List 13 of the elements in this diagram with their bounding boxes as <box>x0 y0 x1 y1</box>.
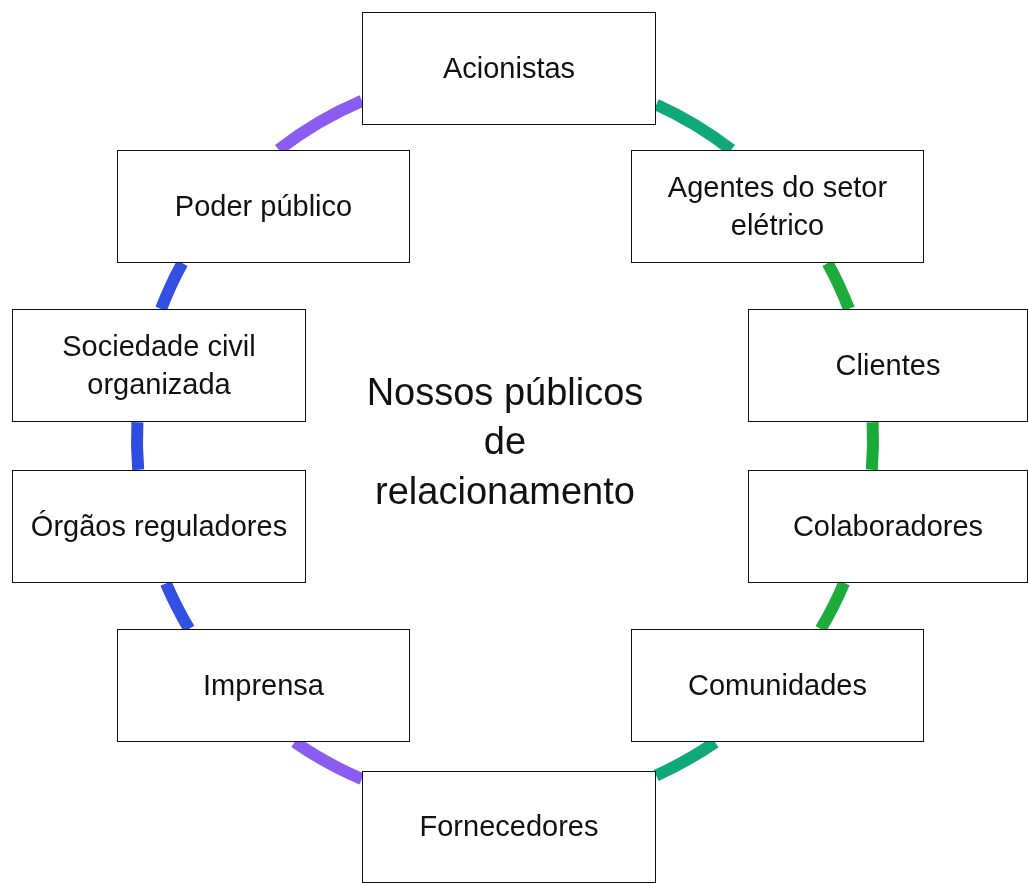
stakeholder-box: Agentes do setor elétrico <box>631 150 924 263</box>
stakeholder-box: Órgãos reguladores <box>12 470 306 583</box>
center-title: Nossos públicos de relacionamento <box>365 370 645 514</box>
stakeholder-box: Acionistas <box>362 12 656 125</box>
stakeholder-box: Clientes <box>748 309 1028 422</box>
stakeholder-box: Sociedade civil organizada <box>12 309 306 422</box>
ring-arc <box>131 422 145 471</box>
stakeholder-box: Comunidades <box>631 629 924 742</box>
stakeholder-box: Poder público <box>117 150 410 263</box>
stakeholder-box: Fornecedores <box>362 771 656 883</box>
ring-arc <box>865 422 879 471</box>
stakeholder-box: Imprensa <box>117 629 410 742</box>
stakeholder-box: Colaboradores <box>748 470 1028 583</box>
